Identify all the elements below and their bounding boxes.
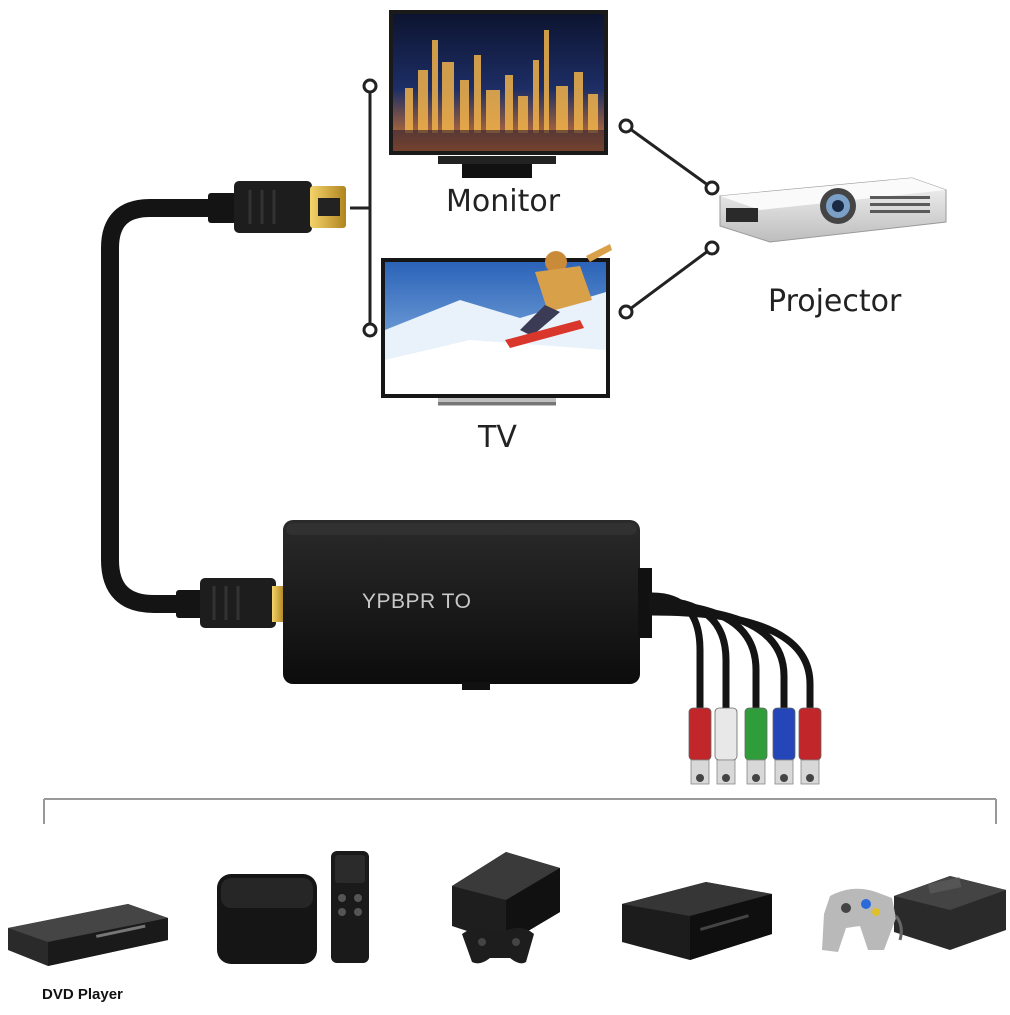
remote-image (331, 851, 369, 963)
converter-box (283, 520, 652, 690)
source-bracket (43, 798, 997, 824)
set-top-box-image (622, 882, 772, 960)
tv-image (381, 244, 612, 406)
projector-label: Projector (768, 284, 902, 319)
dvd-player-image (8, 904, 168, 966)
monitor-label: Monitor (446, 184, 561, 219)
rca-plug-red (688, 707, 712, 785)
hdmi-plug-top (208, 181, 346, 233)
retro-console-image (894, 876, 1006, 950)
rca-plug-green (744, 707, 768, 785)
hdmi-plug-bottom (176, 578, 284, 628)
gamepad-image (462, 927, 534, 964)
monitor-image (389, 10, 608, 178)
rca-plug-blue (772, 707, 796, 785)
tv-label: TV (478, 420, 517, 455)
connector-dots (362, 78, 720, 338)
dvd-player-label: DVD Player (42, 986, 123, 1003)
rca-plug-white (714, 707, 738, 785)
game-console-image (452, 852, 560, 944)
connector-lines (350, 86, 713, 330)
converter-label: YPBPR TO (362, 590, 472, 613)
apple-tv-image (217, 874, 317, 964)
retro-controller-image (822, 888, 903, 952)
component-cables (648, 592, 814, 716)
rca-plugs (688, 707, 822, 785)
projector-image (719, 177, 947, 243)
hdmi-cable (101, 199, 223, 613)
rca-plug-red-2 (798, 707, 822, 785)
